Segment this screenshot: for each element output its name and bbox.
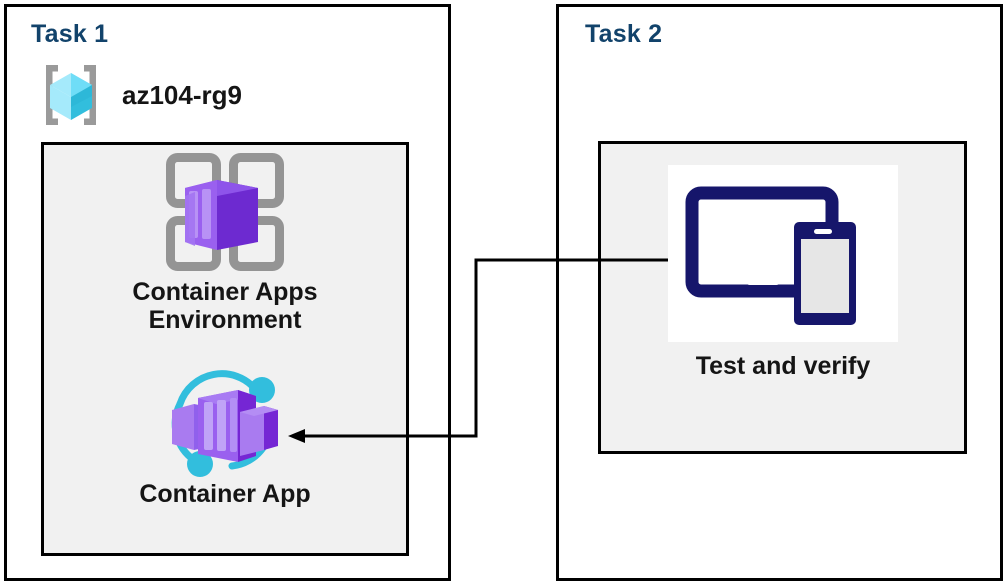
- resource-group-row: az104-rg9: [36, 60, 242, 130]
- test-and-verify-caption: Test and verify: [695, 352, 871, 380]
- resource-group-icon: [36, 60, 106, 130]
- container-app-icon: [46, 368, 404, 480]
- container-apps-environment-caption: Container Apps Environment: [132, 278, 318, 334]
- task-2-title: Task 2: [585, 20, 663, 48]
- node-test-and-verify: Test and verify: [604, 165, 962, 380]
- icon-white-plate: [668, 165, 898, 342]
- container-apps-environment-icon: [46, 150, 404, 278]
- devices-test-icon-plate: [604, 165, 962, 342]
- resource-group-label: az104-rg9: [122, 79, 242, 110]
- node-container-apps-environment: Container Apps Environment: [46, 150, 404, 334]
- node-container-app: Container App: [46, 368, 404, 508]
- container-app-caption: Container App: [139, 480, 311, 508]
- task-1-title: Task 1: [31, 20, 109, 48]
